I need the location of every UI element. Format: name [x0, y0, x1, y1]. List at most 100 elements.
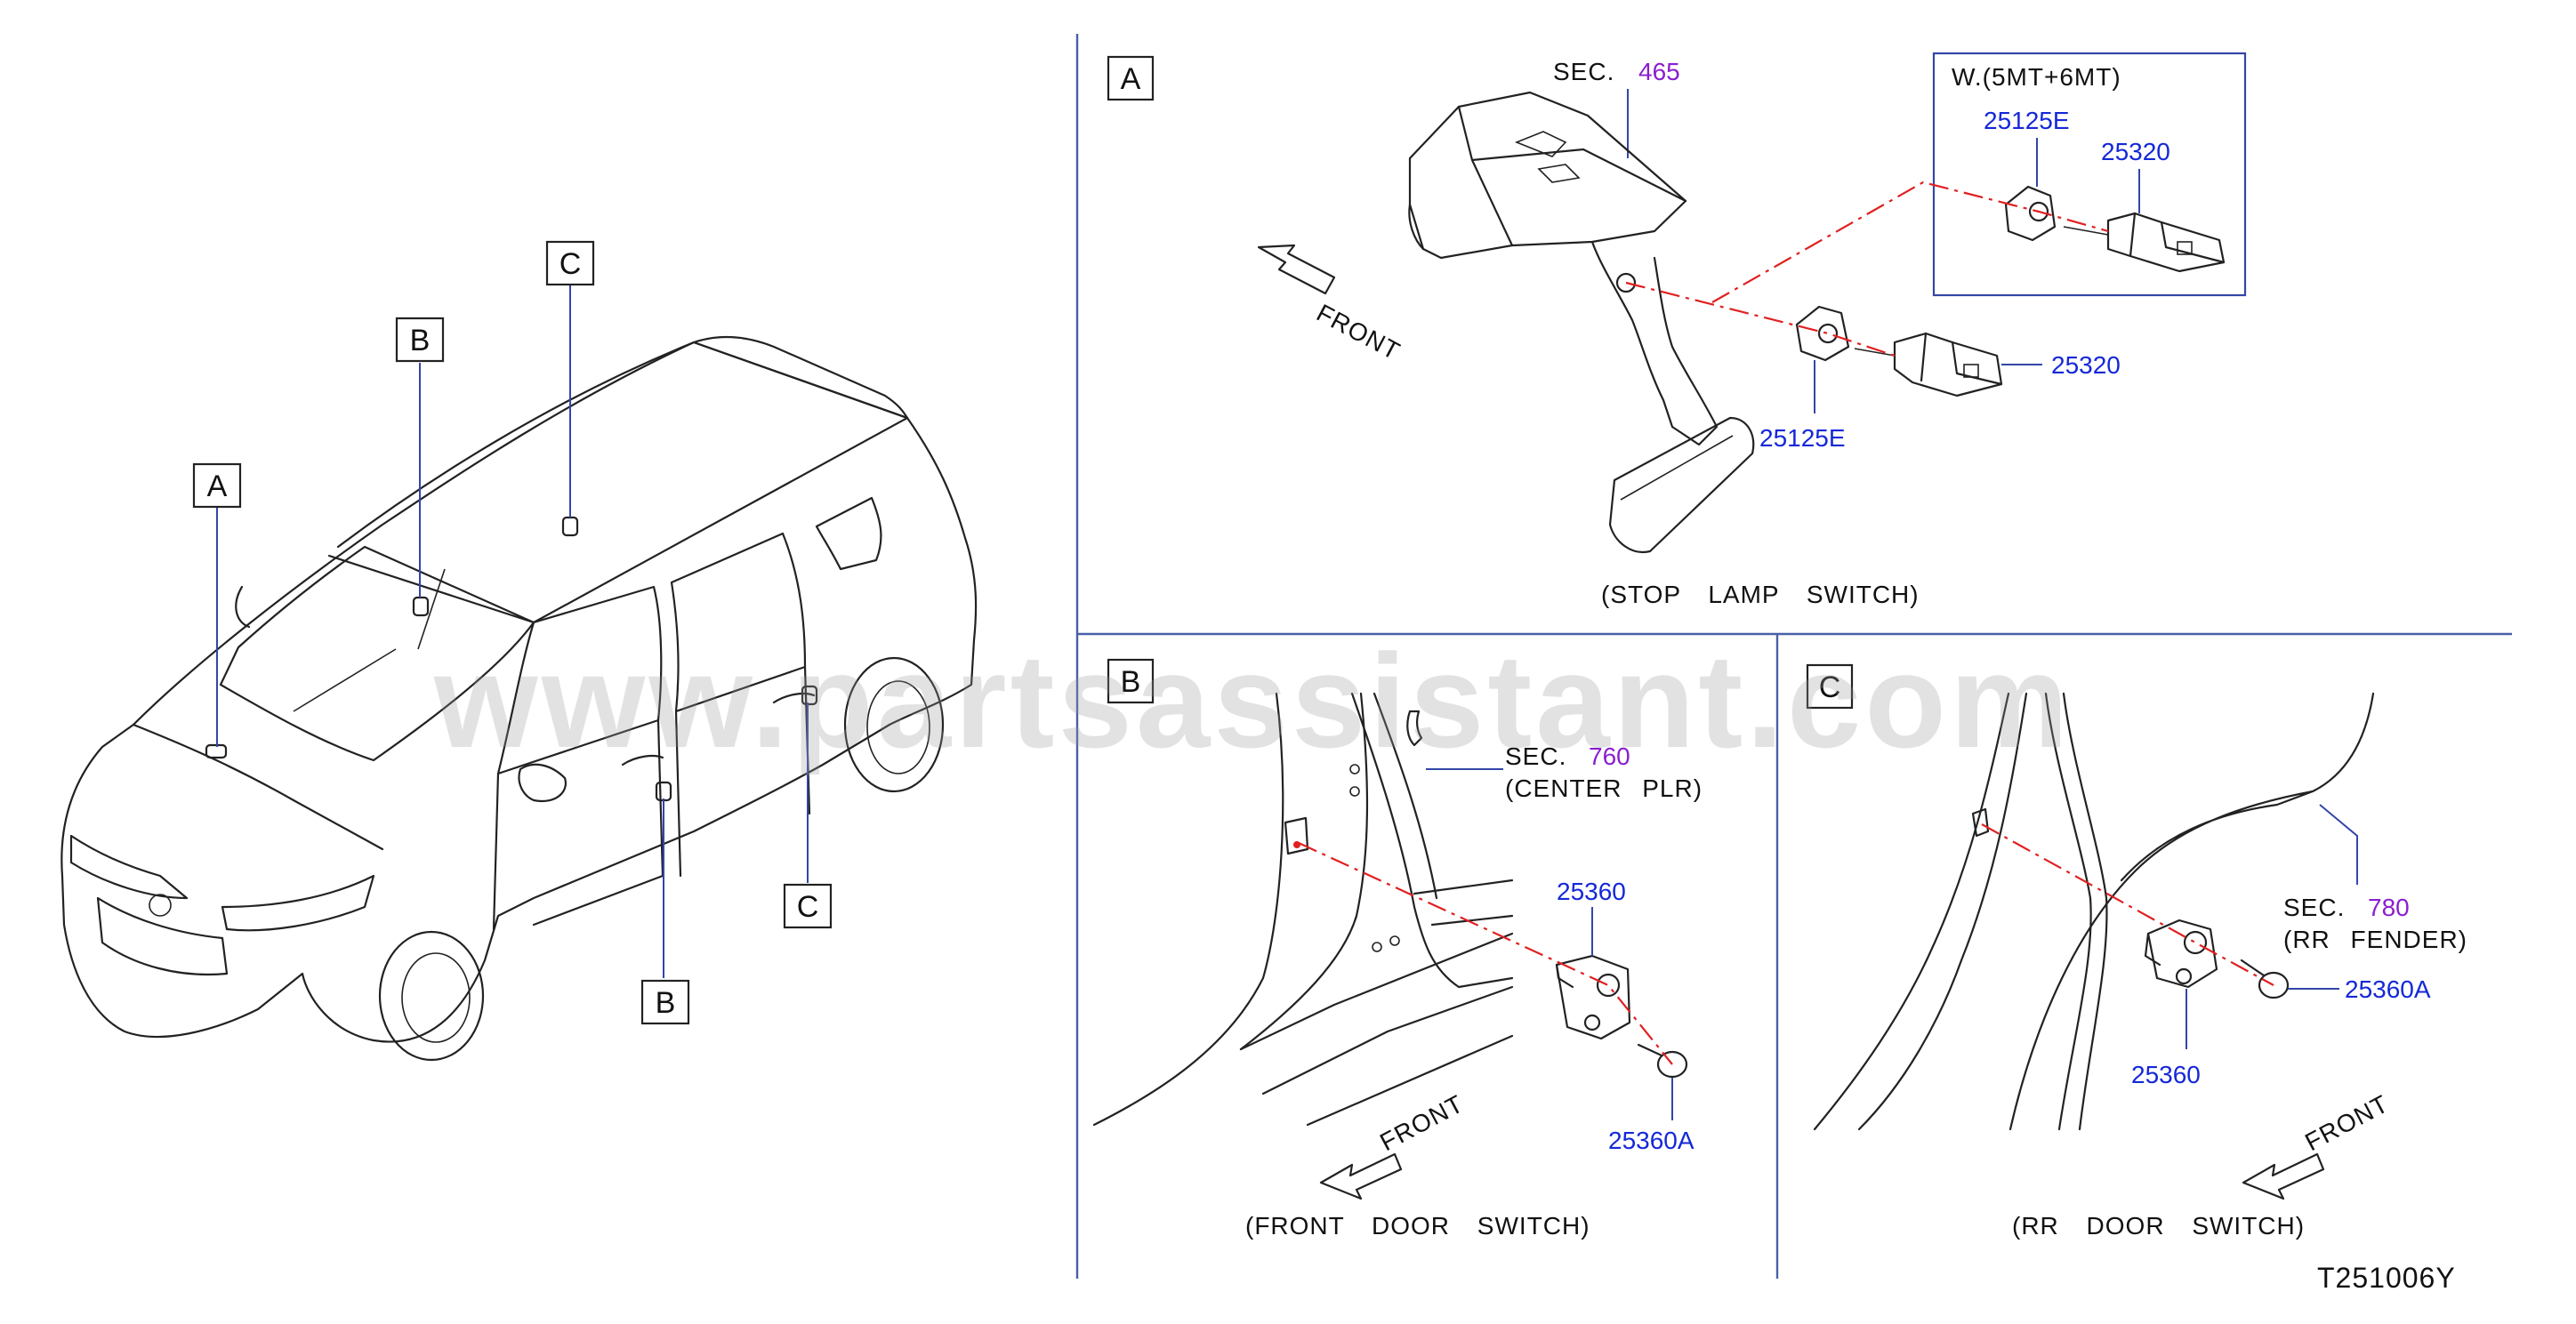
rr-door-screw-part [2240, 959, 2290, 999]
panel-c-front-arrow: FRONT [2242, 1089, 2393, 1200]
rear-door-opening [1813, 692, 2028, 1131]
overview-callout-c-text: C [559, 247, 582, 281]
overview-callout-b2-text: B [656, 986, 676, 1020]
main-bushing-25125e [1795, 305, 1850, 362]
variant-bushing-25125e [2004, 185, 2057, 242]
side-sill [1239, 932, 1514, 1127]
car-windshield [219, 545, 535, 762]
rr-door-switch-location-lower [801, 685, 818, 706]
overview-callout-c[interactable]: C [545, 240, 595, 286]
pedal-arm [1590, 240, 1719, 446]
pillar-inner [1350, 692, 1514, 989]
panel-c-letter-box: C [1806, 663, 1854, 710]
panel-a: A SEC. 465 FRONT W.(5MT+6MT) 25125E [1107, 52, 2247, 608]
rear-fender-edge [2044, 692, 2108, 1131]
rear-wheel [843, 656, 945, 793]
panel-b-sec-number: 760 [1589, 742, 1630, 770]
car-roof-rail [692, 335, 909, 420]
variant-label: W.(5MT+6MT) [1952, 63, 2121, 91]
overview-callout-b-text: B [410, 324, 431, 357]
panel-a-caption: (STOP LAMP SWITCH) [1601, 581, 1920, 608]
panel-c-front-label: FRONT [2300, 1089, 2393, 1156]
rear-fender-panel [2008, 692, 2375, 1131]
bracket-holes [1514, 131, 1581, 183]
overview-callout-a[interactable]: A [192, 462, 242, 509]
variant-part-25125e[interactable]: 25125E [1984, 107, 2070, 134]
front-door-handle [621, 755, 664, 766]
rear-door-handle [772, 693, 816, 704]
antenna [235, 585, 251, 629]
panel-a-front-arrow: FRONT [1257, 244, 1405, 365]
wiper-lines [293, 568, 446, 712]
panel-c-letter: C [1819, 670, 1841, 704]
pedal-bracket-lip [1408, 203, 1425, 251]
variant-part-25320[interactable]: 25320 [2101, 138, 2170, 165]
front-wheel [378, 930, 485, 1062]
panel-c-centerline [1981, 823, 2274, 986]
hood-line [132, 723, 384, 851]
badge [149, 894, 172, 917]
variant-frame [1932, 52, 2247, 297]
car-body-outline [60, 341, 978, 1043]
panel-a-letter-box: A [1107, 55, 1155, 101]
front-grille [96, 896, 229, 976]
panel-dividers [1075, 34, 2512, 1279]
centerline-variant [1711, 181, 2109, 303]
panel-a-letter: A [1121, 62, 1141, 96]
panel-b-sec-desc: (CENTER PLR) [1505, 774, 1703, 802]
front-door-switch-location-lower [655, 781, 672, 802]
panel-b-part-25360[interactable]: 25360 [1557, 878, 1626, 905]
panel-a-sec-number: 465 [1638, 58, 1680, 85]
overview-callout-a-text: A [207, 469, 228, 503]
main-part-25320[interactable]: 25320 [2051, 351, 2121, 379]
pillar-slot [1406, 710, 1423, 747]
overview-leaders [216, 285, 809, 978]
pedal-pivot [1615, 272, 1637, 293]
side-mirror [518, 763, 568, 803]
center-pillar [1092, 692, 1369, 1127]
car-quarter-window [815, 496, 882, 571]
panel-b: B SEC. 760 (CENTER PLR) 25360 [1092, 658, 1703, 1240]
stop-lamp-switch-location [205, 743, 228, 759]
watermark: www.partsassistant.com [433, 626, 2072, 775]
switch-mount-hole [1284, 816, 1309, 855]
headlamp-right [221, 874, 375, 932]
pedal-bracket-edges [1457, 105, 1687, 247]
panel-b-front-arrow: FRONT [1319, 1089, 1468, 1200]
diagram-code: T251006Y [2317, 1262, 2456, 1294]
headlamp-left [69, 834, 189, 900]
centerline-main [1625, 281, 1896, 357]
rr-door-switch-part [2144, 919, 2218, 989]
panel-b-sec-prefix: SEC. [1505, 742, 1566, 770]
panel-b-centerline [1298, 842, 1673, 1065]
panel-b-letter: B [1121, 665, 1141, 699]
main-part-25125e[interactable]: 25125E [1759, 424, 1846, 452]
overview-callout-b2[interactable]: B [640, 979, 690, 1025]
rr-door-switch-location-upper [561, 516, 579, 537]
main-switch-25320 [1854, 332, 2003, 397]
panel-b-letter-box: B [1107, 658, 1155, 704]
pedal-pad [1608, 416, 1755, 554]
front-wheel-hub [401, 952, 471, 1043]
front-door-screw-part [1637, 1043, 1688, 1079]
variant-switch-25320 [2063, 212, 2226, 273]
car-roof [327, 341, 909, 624]
overview-callout-c2[interactable]: C [783, 883, 833, 929]
rear-switch-mount-hole [1971, 807, 1990, 838]
rear-wheel-hub [866, 680, 930, 774]
panel-c-part-25360[interactable]: 25360 [2131, 1061, 2201, 1088]
panel-a-sec-prefix: SEC. [1553, 58, 1614, 85]
panel-b-part-25360a[interactable]: 25360A [1608, 1127, 1695, 1154]
overview-callout-c2-text: C [797, 890, 819, 924]
car-side-window-front [496, 585, 663, 775]
panel-c-sec-number: 780 [2368, 894, 2410, 921]
panel-c-sec-desc: (RR FENDER) [2283, 926, 2467, 953]
panel-a-front-label: FRONT [1312, 299, 1405, 365]
sill-panel-edges [1413, 879, 1514, 927]
panel-c-part-25360a[interactable]: 25360A [2345, 975, 2431, 1003]
panel-b-caption: (FRONT DOOR SWITCH) [1245, 1212, 1590, 1240]
front-door-switch-location-upper [412, 596, 430, 617]
overview-callout-b[interactable]: B [395, 317, 445, 363]
